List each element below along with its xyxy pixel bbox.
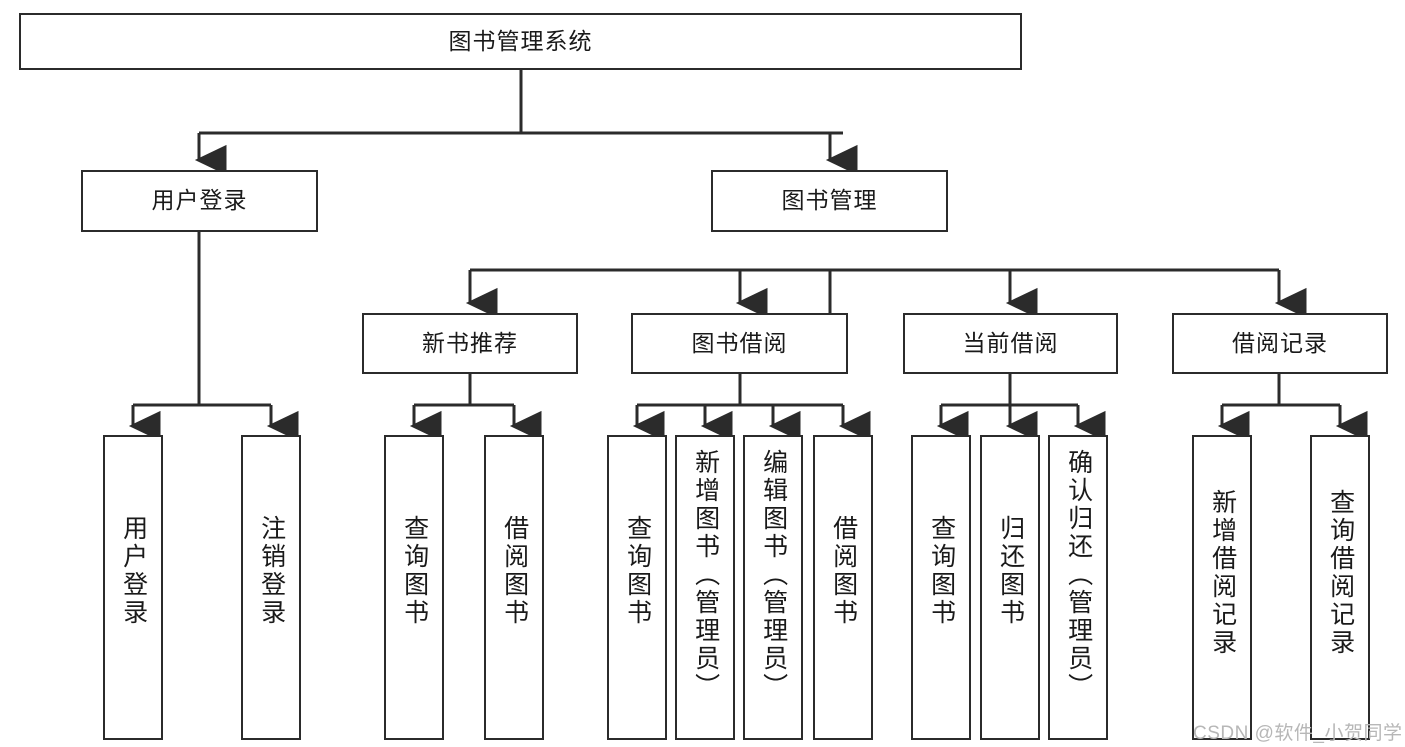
node-user-login-label: 用户登录 (151, 187, 248, 214)
node-current-borrow-label: 当前借阅 (962, 329, 1059, 356)
node-leaf-borrow-book-2[interactable]: 借阅图书 (813, 435, 873, 740)
node-leaf-query-borrow-record-label: 查询借阅记录 (1326, 489, 1355, 657)
node-root-label: 图书管理系统 (448, 27, 593, 54)
node-leaf-confirm-return-label: 确认归还（管理员） (1064, 449, 1093, 701)
node-book-borrow[interactable]: 图书借阅 (631, 313, 848, 374)
node-leaf-query-book-2-label: 查询图书 (623, 515, 652, 627)
node-leaf-add-borrow-record-label: 新增借阅记录 (1208, 489, 1237, 657)
node-leaf-add-borrow-record[interactable]: 新增借阅记录 (1192, 435, 1252, 740)
node-leaf-add-book[interactable]: 新增图书（管理员） (675, 435, 735, 740)
node-user-login[interactable]: 用户登录 (81, 170, 318, 232)
node-current-borrow[interactable]: 当前借阅 (903, 313, 1118, 374)
node-leaf-edit-book[interactable]: 编辑图书（管理员） (743, 435, 803, 740)
node-leaf-edit-book-label: 编辑图书（管理员） (759, 449, 788, 701)
node-leaf-return-book-label: 归还图书 (996, 515, 1025, 627)
node-borrow-record-label: 借阅记录 (1232, 329, 1328, 356)
node-book-management[interactable]: 图书管理 (711, 170, 948, 232)
node-leaf-add-book-label: 新增图书（管理员） (691, 449, 720, 701)
node-leaf-user-login[interactable]: 用户登录 (103, 435, 163, 740)
node-root[interactable]: 图书管理系统 (19, 13, 1022, 70)
node-leaf-borrow-book-2-label: 借阅图书 (829, 515, 858, 627)
node-leaf-query-book-3-label: 查询图书 (927, 515, 956, 627)
node-leaf-query-book-1[interactable]: 查询图书 (384, 435, 444, 740)
node-leaf-logout[interactable]: 注销登录 (241, 435, 301, 740)
node-leaf-query-book-2[interactable]: 查询图书 (607, 435, 667, 740)
node-book-borrow-label: 图书借阅 (691, 329, 788, 356)
node-new-book-recommend[interactable]: 新书推荐 (362, 313, 578, 374)
node-new-book-recommend-label: 新书推荐 (422, 329, 518, 356)
node-book-management-label: 图书管理 (781, 187, 878, 214)
node-leaf-confirm-return[interactable]: 确认归还（管理员） (1048, 435, 1108, 740)
node-leaf-logout-label: 注销登录 (257, 515, 286, 627)
node-leaf-query-book-3[interactable]: 查询图书 (911, 435, 971, 740)
node-leaf-borrow-book-1[interactable]: 借阅图书 (484, 435, 544, 740)
node-leaf-borrow-book-1-label: 借阅图书 (500, 515, 529, 627)
node-borrow-record[interactable]: 借阅记录 (1172, 313, 1388, 374)
node-leaf-query-borrow-record[interactable]: 查询借阅记录 (1310, 435, 1370, 740)
csdn-watermark: CSDN @软件_小贺同学 (1193, 723, 1403, 744)
node-leaf-query-book-1-label: 查询图书 (400, 515, 429, 627)
node-leaf-user-login-label: 用户登录 (119, 515, 148, 627)
node-leaf-return-book[interactable]: 归还图书 (980, 435, 1040, 740)
